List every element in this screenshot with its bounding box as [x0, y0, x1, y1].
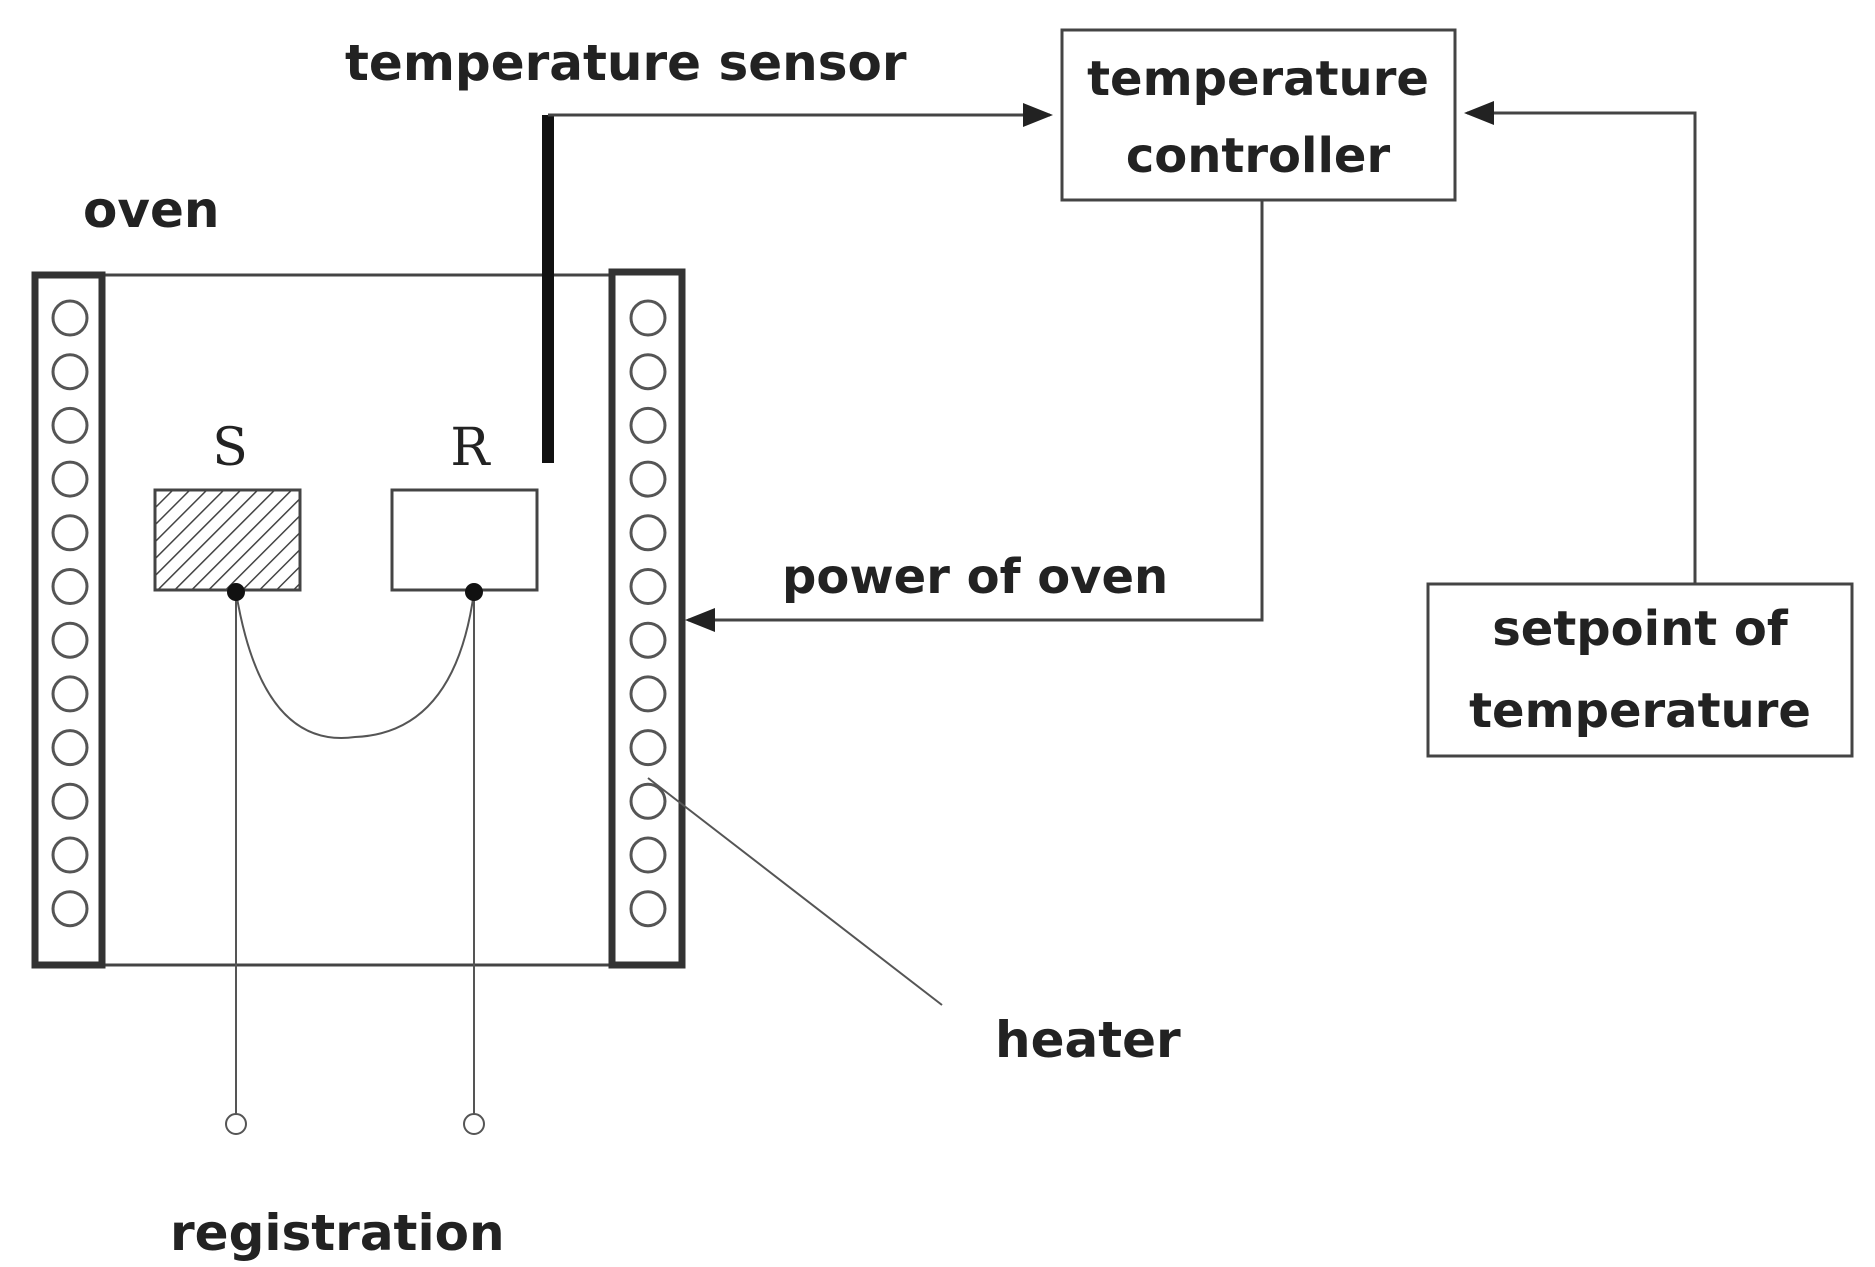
right-heater-coil [629, 353, 667, 391]
right-heater-coils [629, 299, 667, 928]
right-heater-coil [629, 514, 667, 552]
heater-pointer-line [647, 777, 943, 1006]
sample-junction-dot [227, 583, 245, 601]
right-heater-coil [629, 299, 667, 337]
left-heater-coil [51, 568, 89, 605]
right-heater-coil [629, 729, 667, 767]
reference-terminal [463, 1113, 485, 1135]
oven-label: oven [83, 181, 219, 239]
left-heater-coil [51, 353, 89, 391]
setpoint-label-line1: setpoint of [1492, 601, 1789, 657]
reference-crucible [390, 488, 539, 592]
left-heater-coil [51, 621, 89, 659]
left-heater-coil [51, 729, 89, 767]
controller-label-line2: controller [1126, 128, 1391, 184]
registration-label: registration [170, 1204, 505, 1262]
reference-label: R [450, 418, 491, 478]
left-heater-coil [51, 514, 89, 552]
reference-junction-dot [465, 583, 483, 601]
right-heater-coil [629, 460, 667, 498]
left-heater-coil [51, 890, 89, 928]
left-heater-coil [51, 406, 89, 444]
left-heater-coil [51, 675, 89, 713]
thermocouple-junction-wire [235, 591, 475, 739]
right-heater-coil [629, 675, 667, 713]
left-heater-coil [51, 299, 89, 337]
temperature-sensor-label: temperature sensor [345, 34, 907, 92]
controller-to-heater-arrow [685, 200, 1264, 632]
right-heater-coil [629, 782, 667, 820]
setpoint-box [1426, 582, 1854, 758]
setpoint-to-controller-arrow [1464, 101, 1697, 584]
left-heater-coils [51, 299, 89, 928]
setpoint-label-line2: temperature [1469, 683, 1811, 739]
right-heater-coil [629, 621, 667, 659]
temperature-controller-box [1060, 28, 1457, 202]
left-heater-coil [51, 836, 89, 874]
heater-label: heater [995, 1011, 1181, 1069]
right-heater-coil [629, 568, 667, 605]
sample-label: S [212, 418, 248, 478]
oven [31, 268, 686, 969]
right-heater-coil [629, 836, 667, 874]
controller-label-line1: temperature [1087, 51, 1429, 107]
thermocouple-wiring [225, 583, 485, 1135]
left-heater-coil [51, 782, 89, 820]
right-heater-coil [629, 406, 667, 444]
sample-crucible [153, 488, 302, 592]
sample-terminal [225, 1113, 247, 1135]
power-of-oven-label: power of oven [782, 549, 1168, 605]
right-heater-coil [629, 890, 667, 928]
left-heater-coil [51, 460, 89, 498]
